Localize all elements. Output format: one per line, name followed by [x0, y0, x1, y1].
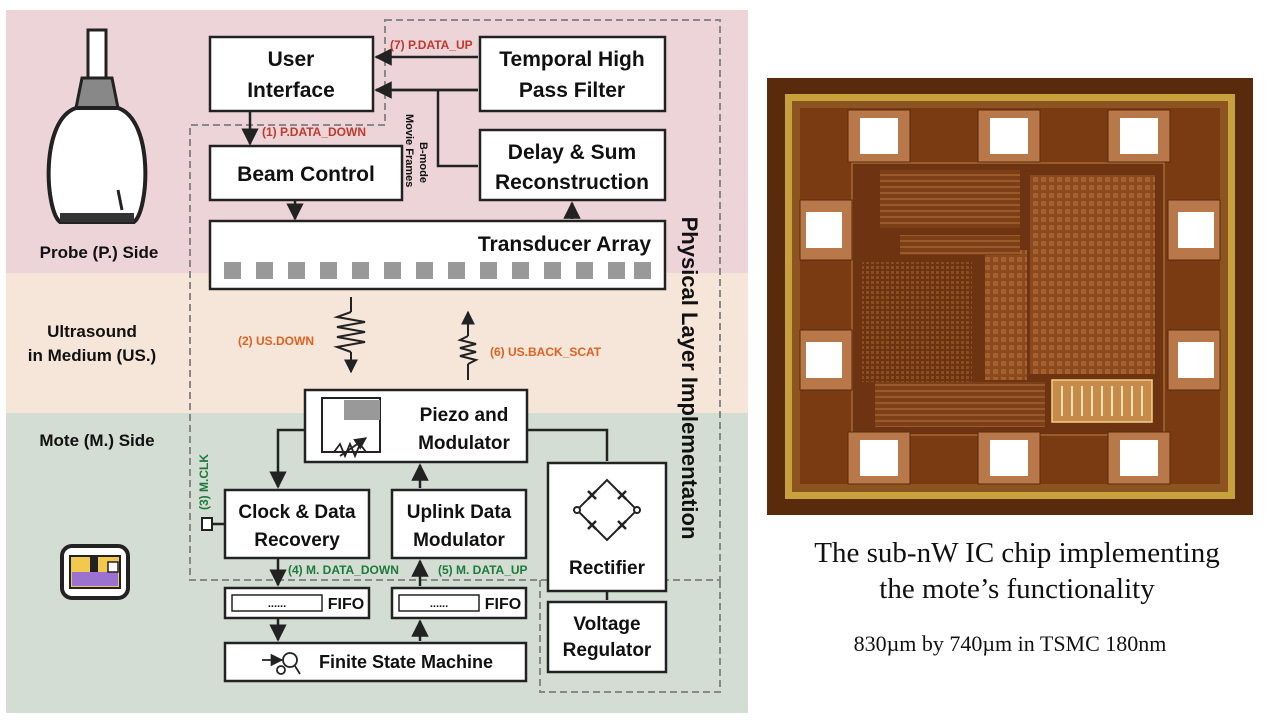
rectifier-label: Rectifier — [569, 558, 646, 579]
chip-caption-line1: The sub-nW IC chip implementing — [814, 537, 1220, 569]
user-interface-line1: User — [268, 48, 315, 71]
voltage-regulator-block — [546, 600, 668, 674]
us-back-label: (6) US.BACK_SCAT — [490, 345, 602, 359]
fifo-right-label: FIFO — [485, 596, 521, 613]
m-data-down-label: (4) M. DATA_DOWN — [288, 563, 399, 577]
beam-control-block — [208, 144, 404, 202]
rectifier-bridge-icon — [573, 478, 641, 542]
temporal-filter-block — [478, 35, 667, 113]
piezo-line2: Modulator — [418, 433, 510, 454]
mote-arrows — [212, 428, 609, 642]
delay-sum-line2: Reconstruction — [495, 171, 649, 194]
fifo-right-dots: ...... — [430, 598, 448, 610]
uplink-line2: Modulator — [413, 530, 505, 551]
ultrasound-wave-up — [457, 310, 479, 380]
user-interface-block — [208, 35, 375, 113]
us-down-label: (2) US.DOWN — [238, 334, 314, 348]
mote-side-label: Mote (M.) Side — [39, 431, 154, 450]
chip-caption-line2: the mote’s functionality — [879, 573, 1155, 605]
fifo-left-label: FIFO — [328, 596, 364, 613]
mote-chip-icon — [60, 544, 130, 600]
uplink-line1: Uplink Data — [407, 502, 512, 523]
regulator-line1: Voltage — [573, 614, 640, 635]
regulator-boundary — [539, 580, 721, 693]
bmode-label-line1: B-mode — [417, 142, 429, 183]
piezo-symbol-icon — [321, 397, 381, 459]
uplink-modulator-block — [390, 488, 528, 560]
ultrasound-label-line1: Ultrasound — [47, 322, 137, 341]
transducer-array-label: Transducer Array — [478, 233, 651, 256]
piezo-line1: Piezo and — [420, 405, 509, 426]
probe-side-label: Probe (P.) Side — [40, 243, 159, 262]
m-data-up-label: (5) M. DATA_UP — [438, 563, 528, 577]
temporal-filter-line1: Temporal High — [499, 48, 644, 71]
p-data-up-label: (7) P.DATA_UP — [390, 38, 473, 52]
ultrasound-wave-down — [333, 297, 366, 374]
cdr-line2: Recovery — [254, 530, 340, 551]
fifo-left-dots: ...... — [268, 598, 286, 610]
ultrasound-probe-icon — [46, 28, 148, 224]
probe-arrows — [241, 48, 581, 221]
beam-control-label: Beam Control — [237, 163, 375, 186]
p-data-down-label: (1) P.DATA_DOWN — [262, 125, 366, 139]
fsm-label: Finite State Machine — [319, 652, 493, 672]
temporal-filter-line2: Pass Filter — [519, 79, 625, 102]
delay-sum-block — [478, 128, 667, 202]
ultrasound-label-line2: in Medium (US.) — [28, 346, 156, 365]
bmode-label-line2: Movie Frames — [403, 114, 415, 187]
clock-data-recovery-block — [223, 488, 371, 560]
regulator-line2: Regulator — [563, 640, 652, 661]
m-clk-label: (3) M.CLK — [197, 454, 211, 510]
clock-output-pin — [201, 517, 213, 531]
fsm-state-icon — [262, 652, 301, 675]
user-interface-line2: Interface — [247, 79, 335, 102]
chip-caption: The sub-nW IC chip implementing the mote… — [767, 535, 1267, 607]
chip-dimensions: 830µm by 740µm in TSMC 180nm — [853, 631, 1167, 656]
physical-layer-label: Physical Layer Implementation — [677, 217, 702, 540]
physical-layer-boundary — [189, 19, 721, 581]
cdr-line1: Clock & Data — [238, 502, 356, 523]
ic-chip-photo — [767, 78, 1253, 515]
delay-sum-line1: Delay & Sum — [508, 141, 636, 164]
transducer-elements — [224, 262, 651, 279]
